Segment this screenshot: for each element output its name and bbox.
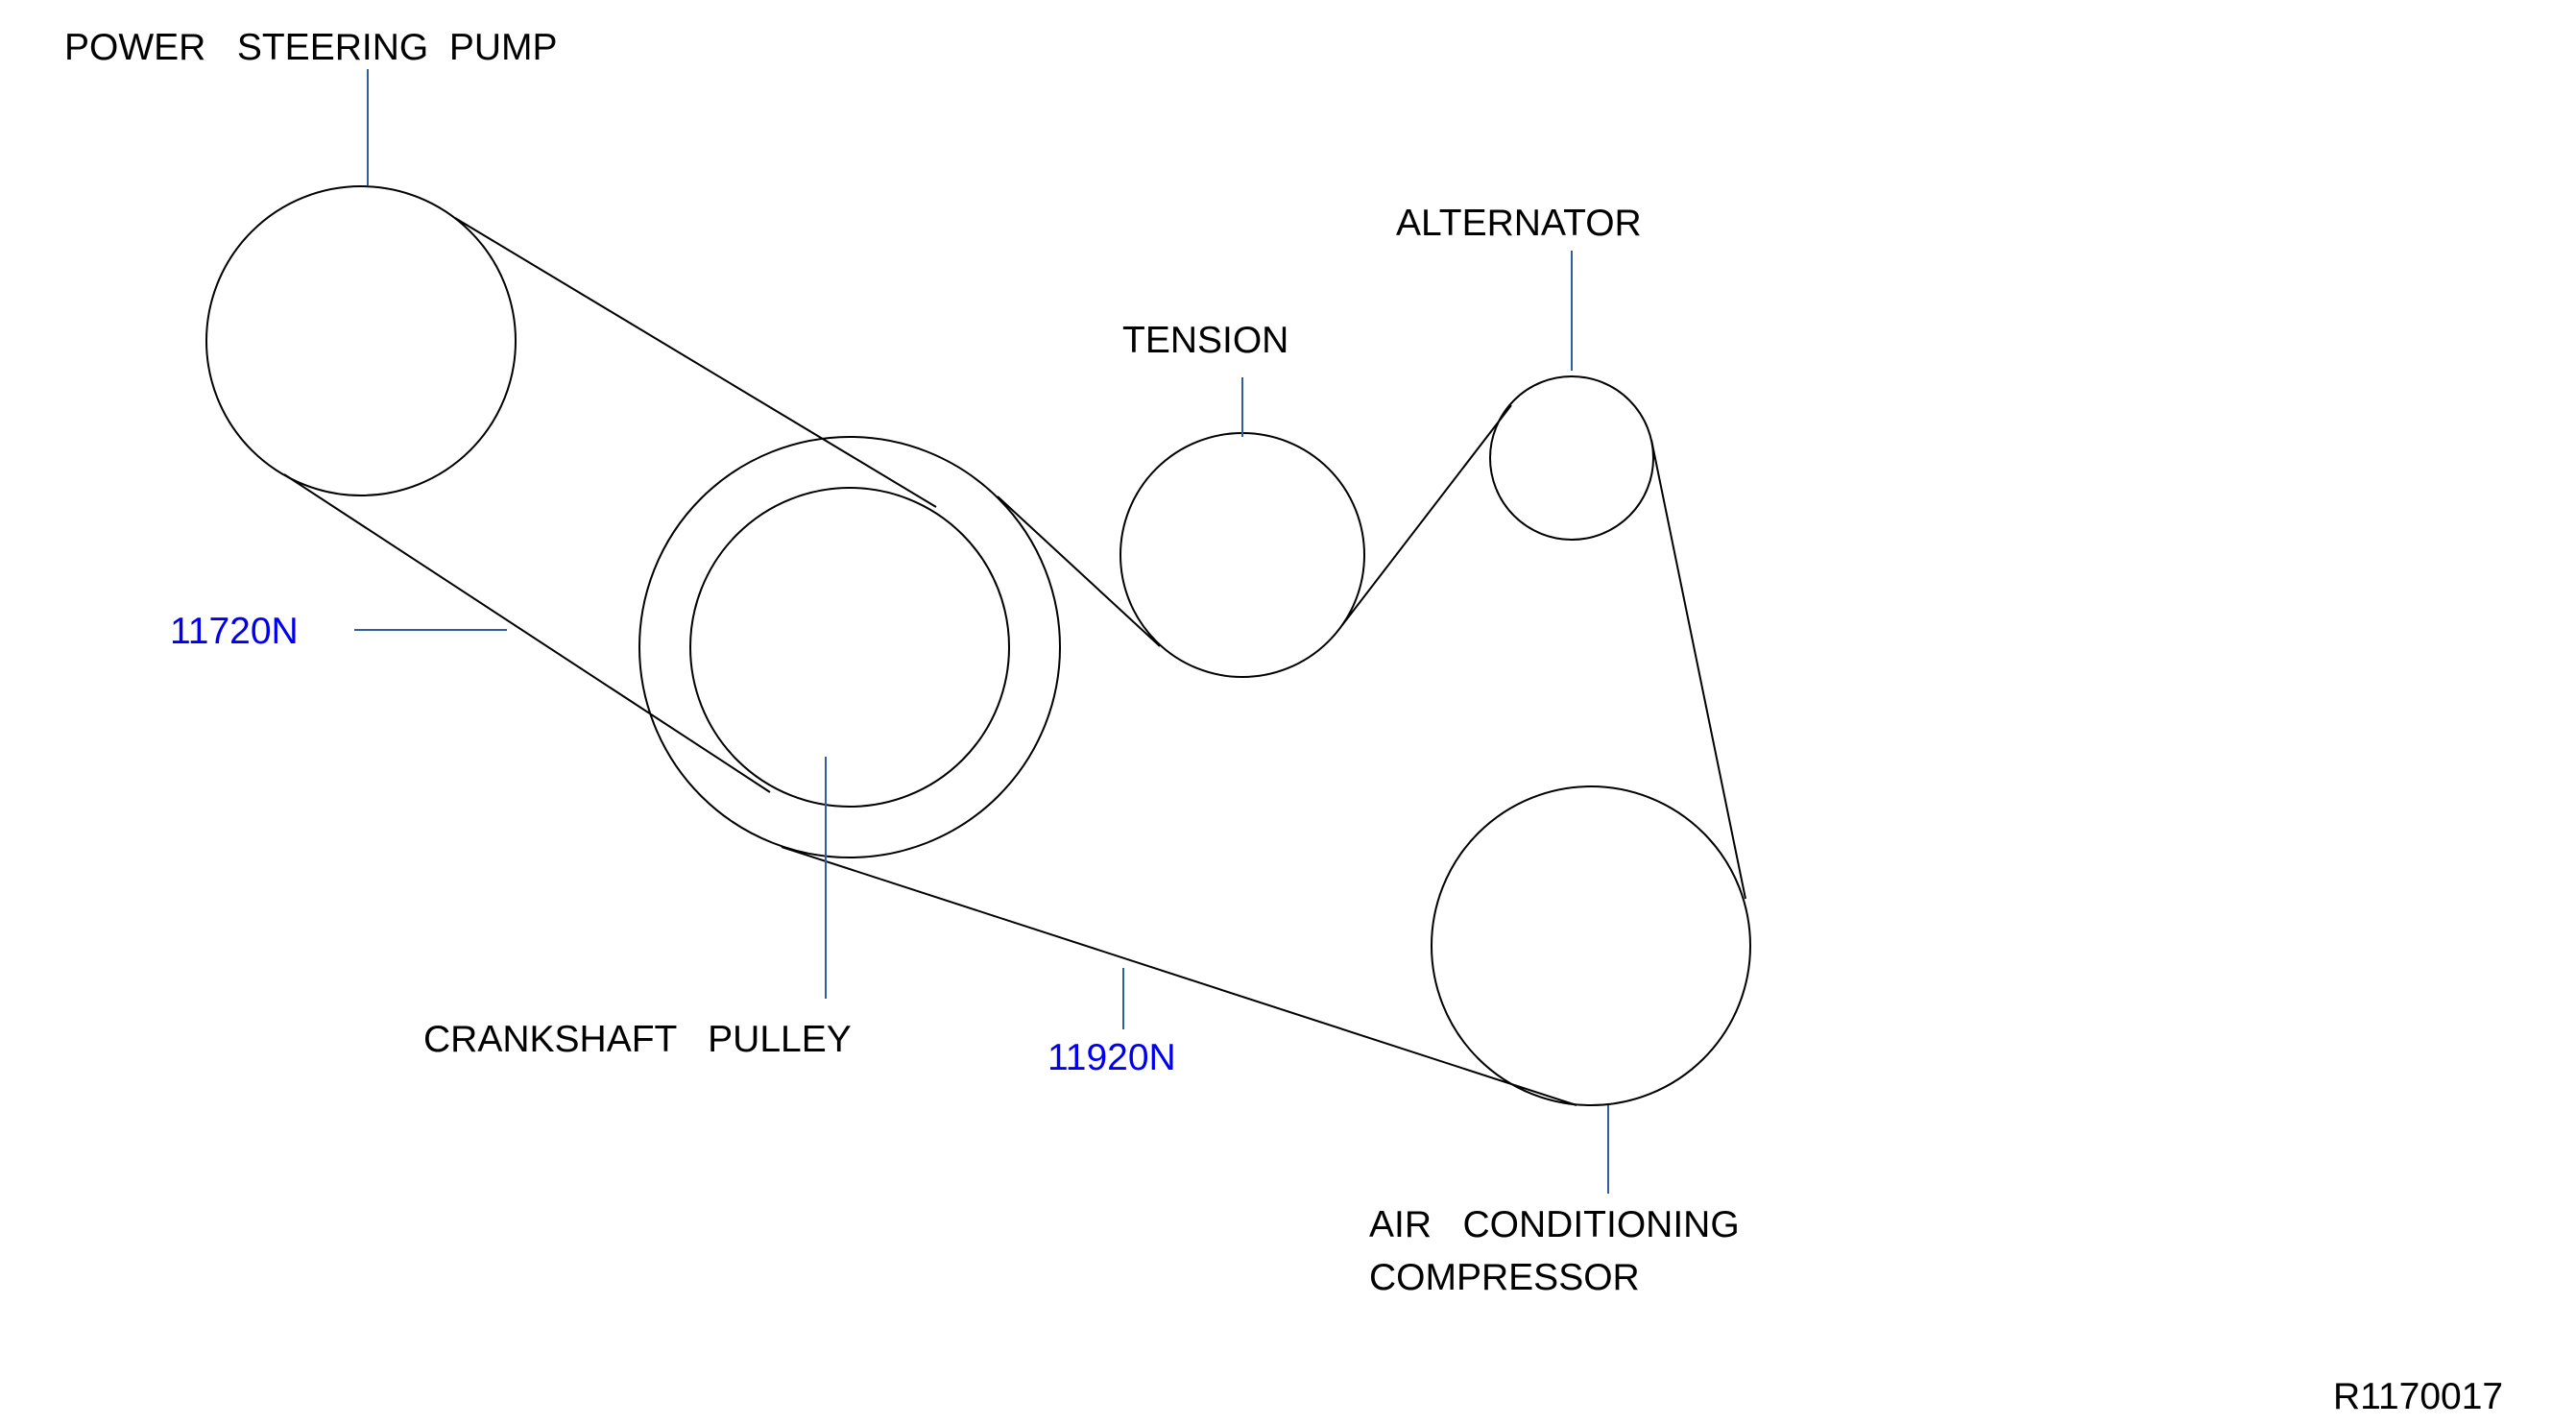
label-air-conditioning-line2: COMPRESSOR bbox=[1369, 1257, 1640, 1298]
crankshaft-pulley-inner bbox=[689, 487, 1010, 808]
belt-segment-crank-to-tensioner bbox=[997, 495, 1161, 647]
label-tension-value-lower: 11920N bbox=[1047, 1037, 1176, 1078]
label-air-conditioning-line1: AIR CONDITIONING bbox=[1369, 1204, 1740, 1245]
air-conditioning-compressor-pulley bbox=[1431, 785, 1751, 1106]
belt-segment-ps-to-crank-top bbox=[454, 217, 937, 508]
figure-code: R1170017 bbox=[2333, 1376, 2503, 1417]
label-tension: TENSION bbox=[1122, 320, 1288, 361]
label-crankshaft-pulley: CRANKSHAFT PULLEY bbox=[423, 1019, 852, 1060]
belt-segment-tensioner-to-alternator bbox=[1341, 404, 1512, 626]
tensioner-pulley bbox=[1119, 432, 1365, 678]
belt-segment-ps-to-crank-bottom bbox=[283, 473, 771, 793]
label-tension-value-upper: 11720N bbox=[170, 611, 299, 652]
alternator-pulley bbox=[1489, 375, 1654, 541]
drive-belt bbox=[283, 217, 1746, 1106]
belt-segment-alternator-to-ac bbox=[1650, 439, 1746, 900]
power-steering-pump-pulley bbox=[205, 185, 517, 496]
belt-segment-crank-to-ac bbox=[781, 846, 1577, 1106]
crankshaft-pulley-outer bbox=[638, 436, 1061, 858]
label-power-steering-pump: POWER STEERING PUMP bbox=[64, 27, 558, 68]
label-alternator: ALTERNATOR bbox=[1396, 203, 1642, 244]
